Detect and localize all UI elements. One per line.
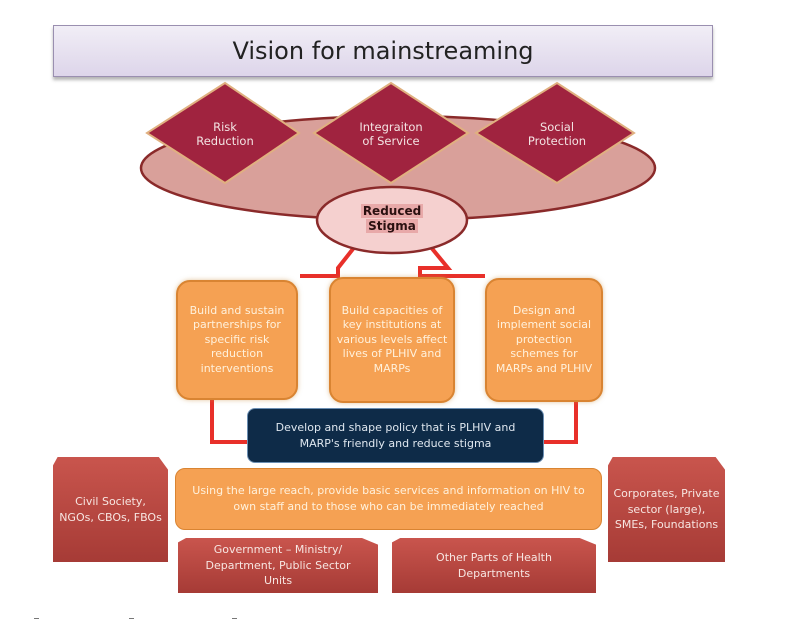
stakeholder-government: Government – Ministry/ Department, Publi… — [178, 538, 378, 593]
connector-right — [418, 238, 485, 278]
connector-left-bottom — [210, 398, 247, 444]
page-mark — [232, 618, 237, 619]
diagram-title: Vision for mainstreaming — [53, 25, 713, 77]
stakeholder-civil-society: Civil Society, NGOs, CBOs, FBOs — [53, 457, 168, 562]
pillar-diamond-risk — [145, 81, 301, 185]
page-mark — [34, 618, 39, 619]
connector-lines — [210, 238, 578, 444]
strategy-box-partnerships: Build and sustain partnerships for speci… — [176, 280, 298, 400]
policy-box: Develop and shape policy that is PLHIV a… — [247, 408, 544, 463]
pillar-diamond-social — [474, 81, 636, 185]
page-mark — [129, 618, 134, 619]
stakeholder-corporates: Corporates, Private sector (large), SMEs… — [608, 457, 725, 562]
connector-left — [300, 238, 362, 278]
strategy-box-social-protection: Design and implement social protection s… — [485, 278, 603, 402]
services-box: Using the large reach, provide basic ser… — [175, 468, 602, 530]
connector-right-bottom — [544, 398, 578, 444]
strategy-box-capacities: Build capacities of key institutions at … — [329, 277, 455, 403]
pillar-diamond-integration — [312, 81, 470, 185]
stakeholder-health-departments: Other Parts of Health Departments — [392, 538, 596, 593]
